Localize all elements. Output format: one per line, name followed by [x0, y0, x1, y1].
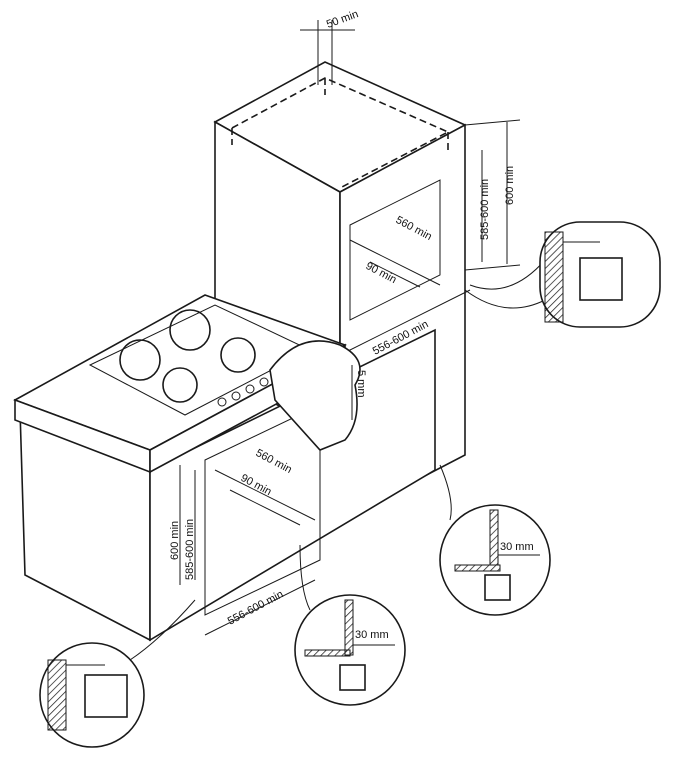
label-hob-gap: 5 mm [355, 370, 367, 398]
label-lower-height-min: 600 min [169, 521, 181, 560]
label-lower-height-range: 585-600 min [184, 519, 196, 580]
burner-icon [162, 367, 198, 403]
label-plinth-gap-right: 30 mm [500, 541, 534, 553]
burner-icon [220, 337, 256, 373]
label-upper-height-range: 585-600 min [479, 179, 491, 240]
label-plinth-gap-left: 30 mm [355, 629, 389, 641]
label-top-gap: 50 min [325, 8, 360, 31]
ventilation-detail-lower [39, 599, 196, 748]
plinth-detail-right: 30 mm [439, 464, 551, 616]
burner-icon [169, 309, 211, 351]
burner-icon [119, 339, 161, 381]
label-upper-height-min: 600 min [504, 166, 516, 205]
hob-gap-detail: 5 mm [269, 340, 367, 451]
plinth-detail-left: 30 mm [294, 544, 406, 706]
base-cabinet [19, 328, 436, 642]
label-lower-width: 556-600 min [226, 588, 286, 627]
ventilation-detail-upper [464, 221, 661, 328]
